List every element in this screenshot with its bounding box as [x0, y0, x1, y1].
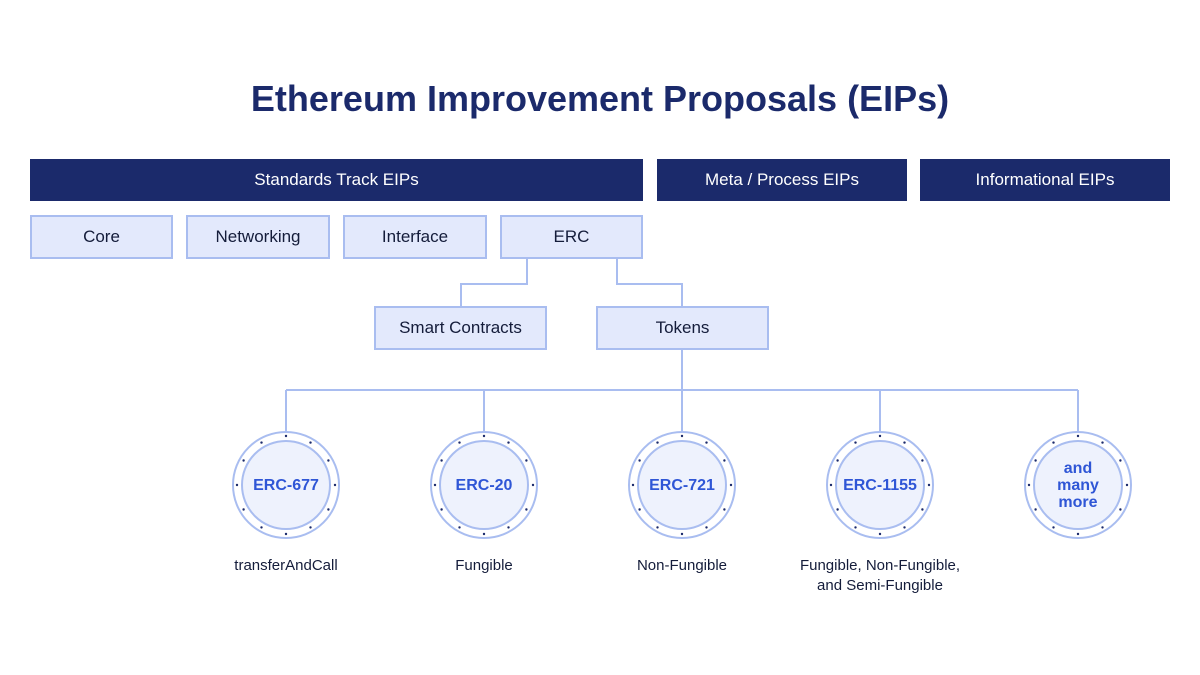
coin-icon [1024, 431, 1132, 539]
diagram-title: Ethereum Improvement Proposals (EIPs) [250, 78, 950, 119]
coin-erc-677: ERC-677 [232, 431, 340, 539]
coin-icon [232, 431, 340, 539]
coin-and-many-more: and many more [1024, 431, 1132, 539]
coin-label-erc-721: ERC-721 [649, 476, 715, 494]
coin-label-line: and [1063, 459, 1093, 477]
coin-label-erc-1155: ERC-1155 [843, 476, 917, 494]
caption-line: Fungible, Non-Fungible, [799, 557, 961, 574]
caption-erc-1155: Fungible, Non-Fungible, and Semi-Fungibl… [770, 556, 990, 596]
box-erc: ERC [500, 215, 643, 259]
box-networking: Networking [186, 215, 330, 259]
coin-icon [628, 431, 736, 539]
caption-line: Fungible [455, 557, 513, 574]
caption-line: and Semi-Fungible [817, 577, 943, 594]
coin-icon [430, 431, 538, 539]
category-informational: Informational EIPs [920, 159, 1170, 201]
coin-erc-721: ERC-721 [628, 431, 736, 539]
box-core: Core [30, 215, 173, 259]
caption-erc-20: Fungible [374, 556, 594, 576]
coin-icon [826, 431, 934, 539]
box-smart-contracts: Smart Contracts [374, 306, 547, 350]
coin-label-line: more [1058, 493, 1098, 511]
caption-line: transferAndCall [234, 557, 338, 574]
box-tokens: Tokens [596, 306, 769, 350]
box-interface: Interface [343, 215, 487, 259]
coin-label-erc-20: ERC-20 [455, 476, 513, 494]
category-standards-track: Standards Track EIPs [30, 159, 643, 201]
caption-erc-721: Non-Fungible [572, 556, 792, 576]
coin-label-erc-677: ERC-677 [253, 476, 319, 494]
coin-erc-1155: ERC-1155 [826, 431, 934, 539]
coin-label-and-many-more: and many more [1034, 441, 1122, 529]
coin-erc-20: ERC-20 [430, 431, 538, 539]
category-meta-process: Meta / Process EIPs [657, 159, 907, 201]
caption-line: Non-Fungible [636, 557, 728, 574]
coin-label-line: many [1057, 476, 1099, 494]
caption-erc-677: transferAndCall [176, 556, 396, 576]
